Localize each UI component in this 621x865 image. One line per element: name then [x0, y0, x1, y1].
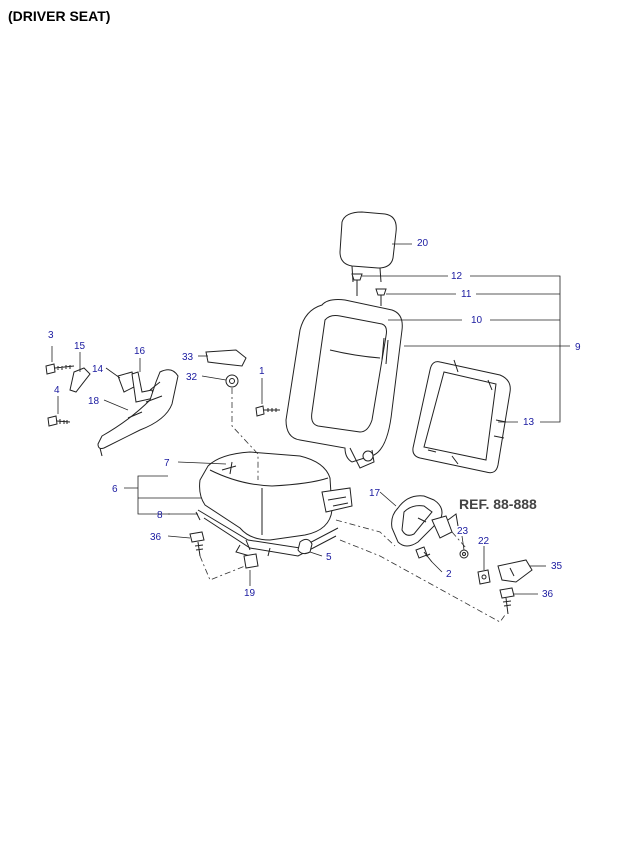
- callout-5[interactable]: 5: [326, 552, 332, 563]
- callout-4[interactable]: 4: [54, 385, 60, 396]
- callout-11[interactable]: 11: [461, 289, 472, 300]
- bolt-1[interactable]: [255, 405, 280, 417]
- callout-15[interactable]: 15: [74, 341, 86, 352]
- seat-back-frame[interactable]: [412, 359, 511, 474]
- seat-frame-rails[interactable]: [195, 487, 353, 557]
- callout-20[interactable]: 20: [417, 238, 429, 249]
- diagram-title: (DRIVER SEAT): [8, 8, 111, 24]
- callout-1[interactable]: 1: [259, 366, 265, 377]
- side-shield-cover[interactable]: [391, 495, 443, 547]
- seat-cushion[interactable]: [199, 451, 333, 541]
- callout-18[interactable]: 18: [88, 396, 100, 407]
- callout-10[interactable]: 10: [471, 315, 483, 326]
- seat-back[interactable]: [285, 299, 403, 469]
- side-trim-18[interactable]: [97, 369, 179, 457]
- callout-2[interactable]: 2: [446, 569, 452, 580]
- callout-32[interactable]: 32: [186, 372, 198, 383]
- bolt-36-left[interactable]: [189, 531, 205, 557]
- headrest-guide-11[interactable]: [375, 288, 387, 306]
- callout-23[interactable]: 23: [457, 526, 469, 537]
- callout-14[interactable]: 14: [92, 364, 104, 375]
- callout-19[interactable]: 19: [244, 588, 256, 599]
- dash-line-right-rail: [335, 519, 396, 547]
- callout-35[interactable]: 35: [551, 561, 563, 572]
- callout-8[interactable]: 8: [157, 510, 163, 521]
- callout-3[interactable]: 3: [48, 330, 54, 341]
- callout-36-right[interactable]: 36: [542, 589, 554, 600]
- headrest[interactable]: [339, 211, 397, 283]
- nut-23[interactable]: [459, 549, 469, 559]
- callout-13[interactable]: 13: [523, 417, 535, 428]
- callout-22[interactable]: 22: [478, 536, 490, 547]
- callout-12[interactable]: 12: [451, 271, 463, 282]
- callout-9[interactable]: 9: [575, 342, 581, 353]
- bolt-2[interactable]: [415, 546, 433, 563]
- grommet-5[interactable]: [297, 538, 313, 555]
- bolt-36-right[interactable]: [499, 587, 515, 615]
- callout-7[interactable]: 7: [164, 458, 170, 469]
- nut-22[interactable]: [477, 569, 491, 585]
- bracket-35[interactable]: [497, 559, 533, 583]
- reference-label[interactable]: REF. 88-888: [459, 496, 537, 512]
- dash-line-left-bolt: [199, 555, 246, 581]
- callout-16[interactable]: 16: [134, 346, 146, 357]
- callout-36-left[interactable]: 36: [150, 532, 162, 543]
- callout-33[interactable]: 33: [182, 352, 194, 363]
- dash-line-bolt1-to-cushion: [231, 388, 259, 480]
- bracket-16[interactable]: [131, 371, 155, 403]
- leader-lines: [51, 243, 570, 595]
- bracket-15[interactable]: [69, 367, 91, 393]
- bolt-3[interactable]: [45, 363, 75, 375]
- dash-line-rear-bolt: [339, 539, 506, 623]
- nut-32[interactable]: [225, 374, 239, 388]
- bolt-4[interactable]: [47, 415, 71, 427]
- hook-33[interactable]: [205, 349, 247, 367]
- callout-17[interactable]: 17: [369, 488, 381, 499]
- headrest-guide-12[interactable]: [351, 273, 363, 296]
- callout-6[interactable]: 6: [112, 484, 118, 495]
- clip-19[interactable]: [243, 553, 259, 569]
